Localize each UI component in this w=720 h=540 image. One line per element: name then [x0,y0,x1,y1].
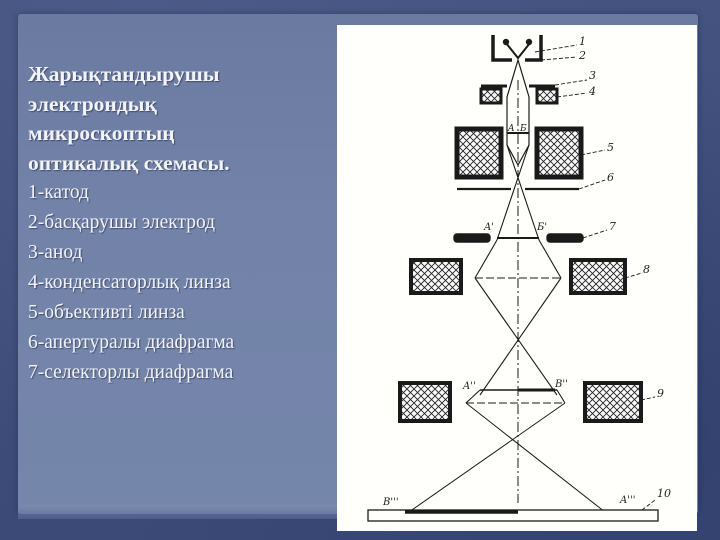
callout-5: 5 [607,141,614,154]
legend-item-aperture-diaphragm: 6-апертуралы диафрагма [28,332,235,353]
callout-8: 8 [643,263,650,276]
slide-title: Жарықтандырушы электрондық микроскоптың … [28,60,333,178]
legend-item-selector-diaphragm: 7-селекторлы диафрагма [28,362,234,383]
torn-paper-edge [18,505,338,519]
label-B3: B''' [382,497,399,508]
title-line: Жарықтандырушы [28,62,220,86]
callout-1: 1 [579,35,586,48]
label-B2: B'' [554,379,568,390]
label-A2: A'' [462,381,476,392]
label-B: Б [519,124,527,134]
title-line: электрондық [28,91,157,116]
legend-item-anode: 3-анод [28,242,83,263]
component-legend: 1-катод 2-басқарушы электрод 3-анод 4-ко… [28,178,333,388]
callout-6: 6 [607,171,614,184]
electron-microscope-diagram: 1 2 3 4 5 6 7 8 9 10 A Б A' Б' A'' B'' B… [367,35,671,522]
optical-scheme-figure: 1 2 3 4 5 6 7 8 9 10 A Б A' Б' A'' B'' B… [337,25,697,531]
title-line: оптикалық схемасы. [28,150,230,175]
callout-10: 10 [657,487,671,500]
label-B1: Б' [536,222,547,233]
callout-4: 4 [588,85,596,98]
label-A: A [507,124,515,134]
callout-3: 3 [589,69,596,82]
slide-text: Жарықтандырушы электрондық микроскоптың … [28,60,333,388]
title-line: микроскоптың [28,121,175,145]
callout-9: 9 [657,387,664,400]
legend-item-control-electrode: 2-басқарушы электрод [28,212,216,233]
label-A3: A''' [619,495,635,506]
legend-item-condenser-lens: 4-конденсаторлық линза [28,272,231,293]
legend-item-objective-lens: 5-объективті линза [28,302,185,323]
callout-7: 7 [609,220,616,233]
cathode-housing-icon [491,35,543,62]
label-A1: A' [483,222,494,233]
callout-2: 2 [578,49,586,62]
legend-item-cathode: 1-катод [28,182,89,203]
